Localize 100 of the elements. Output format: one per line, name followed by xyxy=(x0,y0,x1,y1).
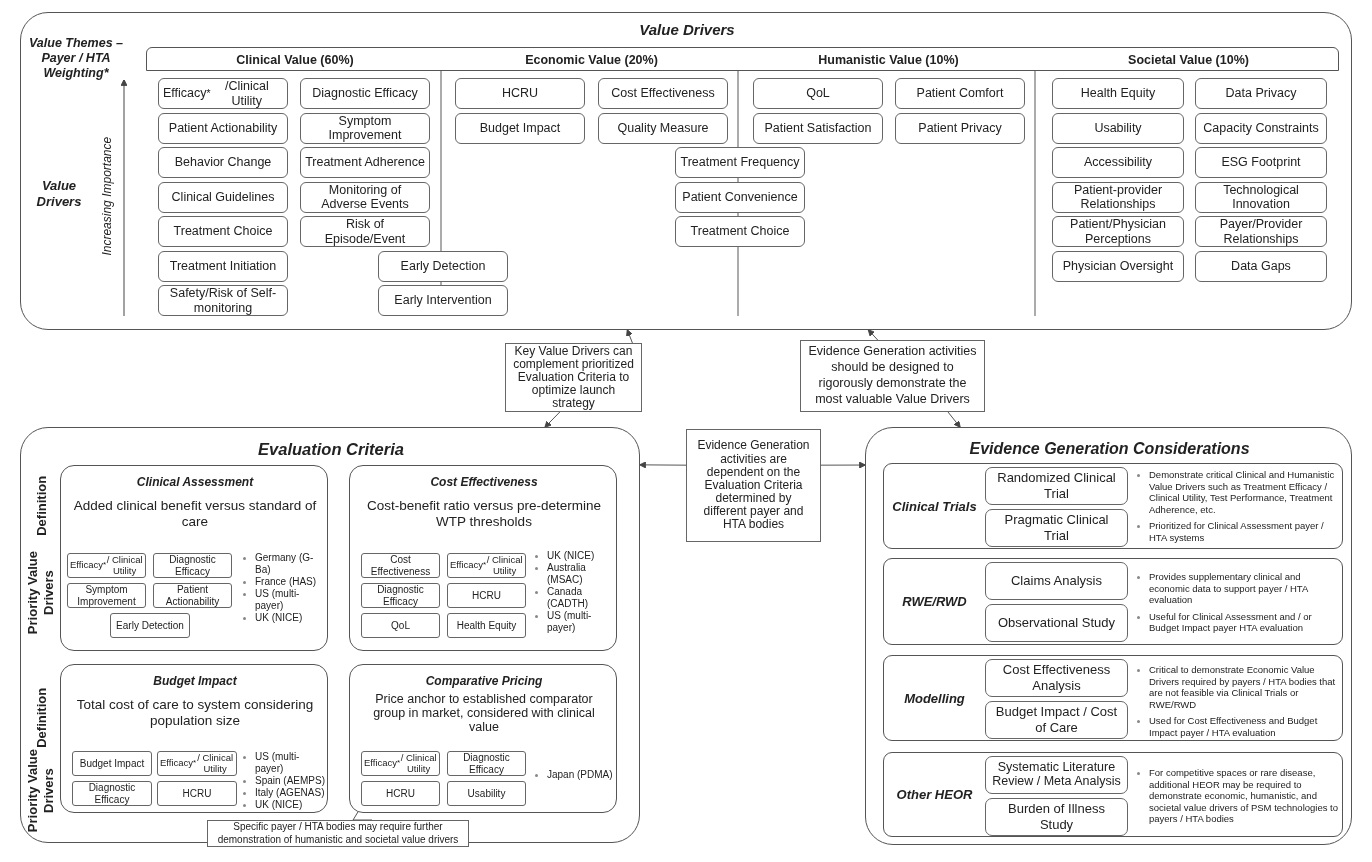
section-panel xyxy=(20,12,1352,330)
driver-box: Diagnostic Efficacy xyxy=(447,751,526,776)
method-box: Cost Effectiveness Analysis xyxy=(985,659,1128,697)
value-driver-box: Physician Oversight xyxy=(1052,250,1184,282)
method-box: Claims Analysis xyxy=(985,562,1128,600)
criteria-panel xyxy=(60,465,328,651)
value-driver-box: Early Detection xyxy=(378,250,508,282)
evidence-group-panel xyxy=(883,558,1343,645)
driver-box: Symptom Improvement xyxy=(67,583,146,608)
panel-title: Evidence Generation Considerations xyxy=(968,440,1251,458)
criteria-panel xyxy=(349,465,617,651)
note-text: Provides supplementary clinical and economic data to support payer / HTA evaluation xyxy=(1149,571,1309,606)
side-label: Value Themes – Payer / HTA Weighting* xyxy=(28,36,124,81)
driver-box: HCRU xyxy=(361,781,440,806)
value-driver-box: Accessibility xyxy=(1052,147,1184,178)
note-box: Key Value Drivers can complement prioritized Evaluation Criteria to optimize launch strategy xyxy=(505,343,642,412)
method-box: Budget Impact / Cost of Care xyxy=(985,701,1128,739)
value-driver-box: Data Privacy xyxy=(1195,78,1327,109)
driver-box: Patient Actionability xyxy=(153,583,232,608)
value-driver-box: Patient Satisfaction xyxy=(753,112,883,144)
group-heading: RWE/RWD xyxy=(901,593,968,611)
driver-box: QoL xyxy=(361,613,440,638)
criteria-heading: Comparative Pricing xyxy=(424,674,544,688)
driver-box: Budget Impact xyxy=(72,751,152,776)
definition-text: Price anchor to established comparator group in market, considered with clinical value xyxy=(372,692,596,734)
axis-label: Definition xyxy=(34,686,50,749)
evidence-group-panel xyxy=(883,752,1343,837)
driver-box: Health Equity xyxy=(447,613,526,638)
country-item: UK (NICE) xyxy=(255,612,304,624)
driver-box: HCRU xyxy=(157,781,237,806)
driver-box: Diagnostic Efficacy xyxy=(72,781,152,806)
value-driver-box: Data Gaps xyxy=(1195,250,1327,282)
arrow xyxy=(867,329,879,341)
country-item: US (multi-payer) xyxy=(255,588,301,612)
criteria-panel xyxy=(349,664,617,813)
section-panel xyxy=(865,427,1352,845)
theme-heading: Clinical Value (60%) xyxy=(235,52,355,69)
value-driver-box: Patient Actionability xyxy=(158,112,288,144)
country-item: US (multi-payer) xyxy=(547,610,593,634)
value-driver-box: Treatment Initiation xyxy=(158,250,288,282)
value-driver-box: Health Equity xyxy=(1052,78,1184,109)
arrow xyxy=(947,411,961,428)
panel-title: Value Drivers xyxy=(638,21,736,38)
note-text: Useful for Clinical Assessment and / or Budget Impact payer HTA evaluation xyxy=(1149,610,1313,634)
side-label: Value Drivers xyxy=(35,178,83,210)
value-driver-box: Clinical Guidelines xyxy=(158,181,288,213)
theme-heading: Humanistic Value (10%) xyxy=(817,52,960,69)
country-item: Australia (MSAC) xyxy=(547,562,587,586)
value-driver-box: Behavior Change xyxy=(158,147,288,178)
driver-box: Usability xyxy=(447,781,526,806)
evidence-group-panel xyxy=(883,655,1343,741)
definition-text: Cost-benefit ratio versus pre-determine WTP thresholds xyxy=(365,498,603,530)
arrow xyxy=(639,461,687,469)
axis-label: Increasing Importance xyxy=(99,135,115,258)
driver-box: Early Detection xyxy=(110,613,190,638)
note-text: For competitive spaces or rare disease, additional HEOR may be required to demonstrate economic, humanistic, and societal value drivers of PSM technologies to payers / HTA bodies xyxy=(1149,767,1340,825)
callout-pointer xyxy=(352,811,373,821)
group-heading: Clinical Trials xyxy=(891,497,978,516)
value-driver-box: ESG Footprint xyxy=(1195,147,1327,178)
group-heading: Other HEOR xyxy=(895,786,974,804)
note-text: Prioritized for Clinical Assessment payer / HTA systems xyxy=(1149,520,1325,543)
axis-label: Priority Value Drivers xyxy=(25,549,57,636)
value-driver-box: Treatment Choice xyxy=(158,216,288,247)
criteria-panel xyxy=(60,664,328,813)
evidence-group-panel xyxy=(883,463,1343,549)
value-driver-box: Technological Innovation xyxy=(1195,181,1327,213)
value-driver-box: Patient-provider Relationships xyxy=(1052,181,1184,213)
value-driver-box: Quality Measure xyxy=(598,112,728,144)
criteria-heading: Cost Effectiveness xyxy=(429,475,539,489)
note-text: Demonstrate critical Clinical and Humanistic Value Drivers such as Treatment Efficacy / Clinical Utility, Test Performance, Treatment Adherence, etc. xyxy=(1149,469,1336,515)
definition-text: Added clinical benefit versus standard of care xyxy=(73,498,317,530)
definition-text: Total cost of care to system considering population size xyxy=(75,697,315,729)
group-heading: Modelling xyxy=(903,689,966,708)
arrow xyxy=(626,329,633,344)
theme-heading: Economic Value (20%) xyxy=(524,52,659,69)
criteria-heading: Clinical Assessment xyxy=(135,475,255,489)
value-driver-box: Patient Convenience xyxy=(675,181,805,213)
value-driver-box: Payer/Provider Relationships xyxy=(1195,216,1327,247)
value-driver-box: Usability xyxy=(1052,112,1184,144)
method-box: Randomized Clinical Trial xyxy=(985,467,1128,505)
value-driver-box: Treatment Choice xyxy=(675,216,805,247)
country-item: US (multi-payer) xyxy=(255,751,301,775)
note-text: Critical to demonstrate Economic Value Drivers required by payers / HTA bodies that are not feasible via Clinical Trials or RWE/RWD xyxy=(1149,664,1337,710)
value-driver-box: Safety/Risk of Self-monitoring xyxy=(158,285,288,316)
axis-label: Definition xyxy=(34,474,50,538)
value-driver-box: Early Intervention xyxy=(378,285,508,316)
method-box: Burden of Illness Study xyxy=(985,798,1128,836)
theme-heading: Societal Value (10%) xyxy=(1127,52,1250,69)
country-item: UK (NICE) xyxy=(255,799,304,811)
value-driver-box: Diagnostic Efficacy xyxy=(300,78,430,109)
driver-box: Cost Effectiveness xyxy=(361,553,440,578)
value-driver-box: Treatment Frequency xyxy=(675,147,805,178)
arrow xyxy=(544,411,561,428)
driver-box: Diagnostic Efficacy xyxy=(153,553,232,578)
note-text: Used for Cost Effectiveness and Budget Impact payer / HTA evaluation xyxy=(1149,715,1319,738)
driver-box: HCRU xyxy=(447,583,526,608)
country-item: Italy (AGENAS) xyxy=(255,787,326,799)
method-box: Observational Study xyxy=(985,604,1128,642)
country-item: Germany (G-Ba) xyxy=(255,552,315,576)
note-box: Evidence Generation activities should be designed to rigorously demonstrate the most valuable Value Drivers xyxy=(800,340,985,412)
